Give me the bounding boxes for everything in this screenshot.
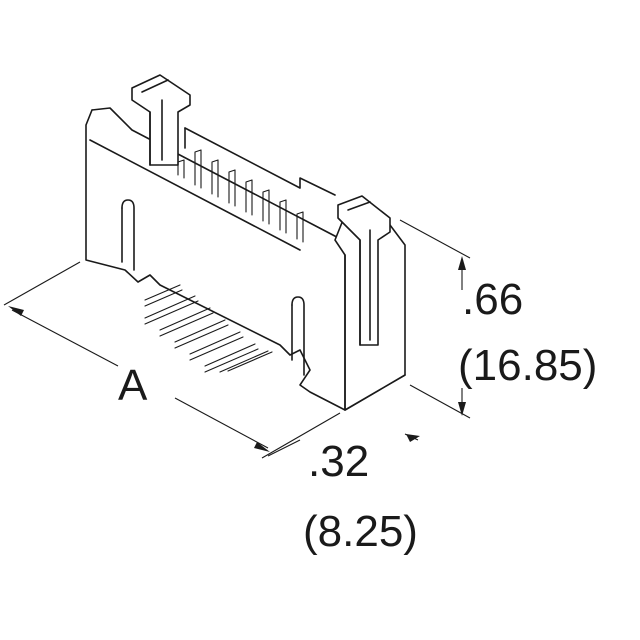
top-pins bbox=[177, 149, 304, 243]
width-label: A bbox=[118, 361, 148, 410]
depth-dimension bbox=[267, 433, 420, 457]
depth-mm-label: (8.25) bbox=[303, 507, 418, 556]
bottom-leads bbox=[144, 284, 273, 373]
width-dimension bbox=[3, 261, 341, 459]
height-inches-label: .66 bbox=[462, 275, 524, 324]
height-dimension bbox=[399, 219, 471, 419]
box-header-connector bbox=[85, 74, 406, 411]
depth-inches-label: .32 bbox=[308, 437, 370, 486]
height-mm-label: (16.85) bbox=[458, 341, 598, 390]
